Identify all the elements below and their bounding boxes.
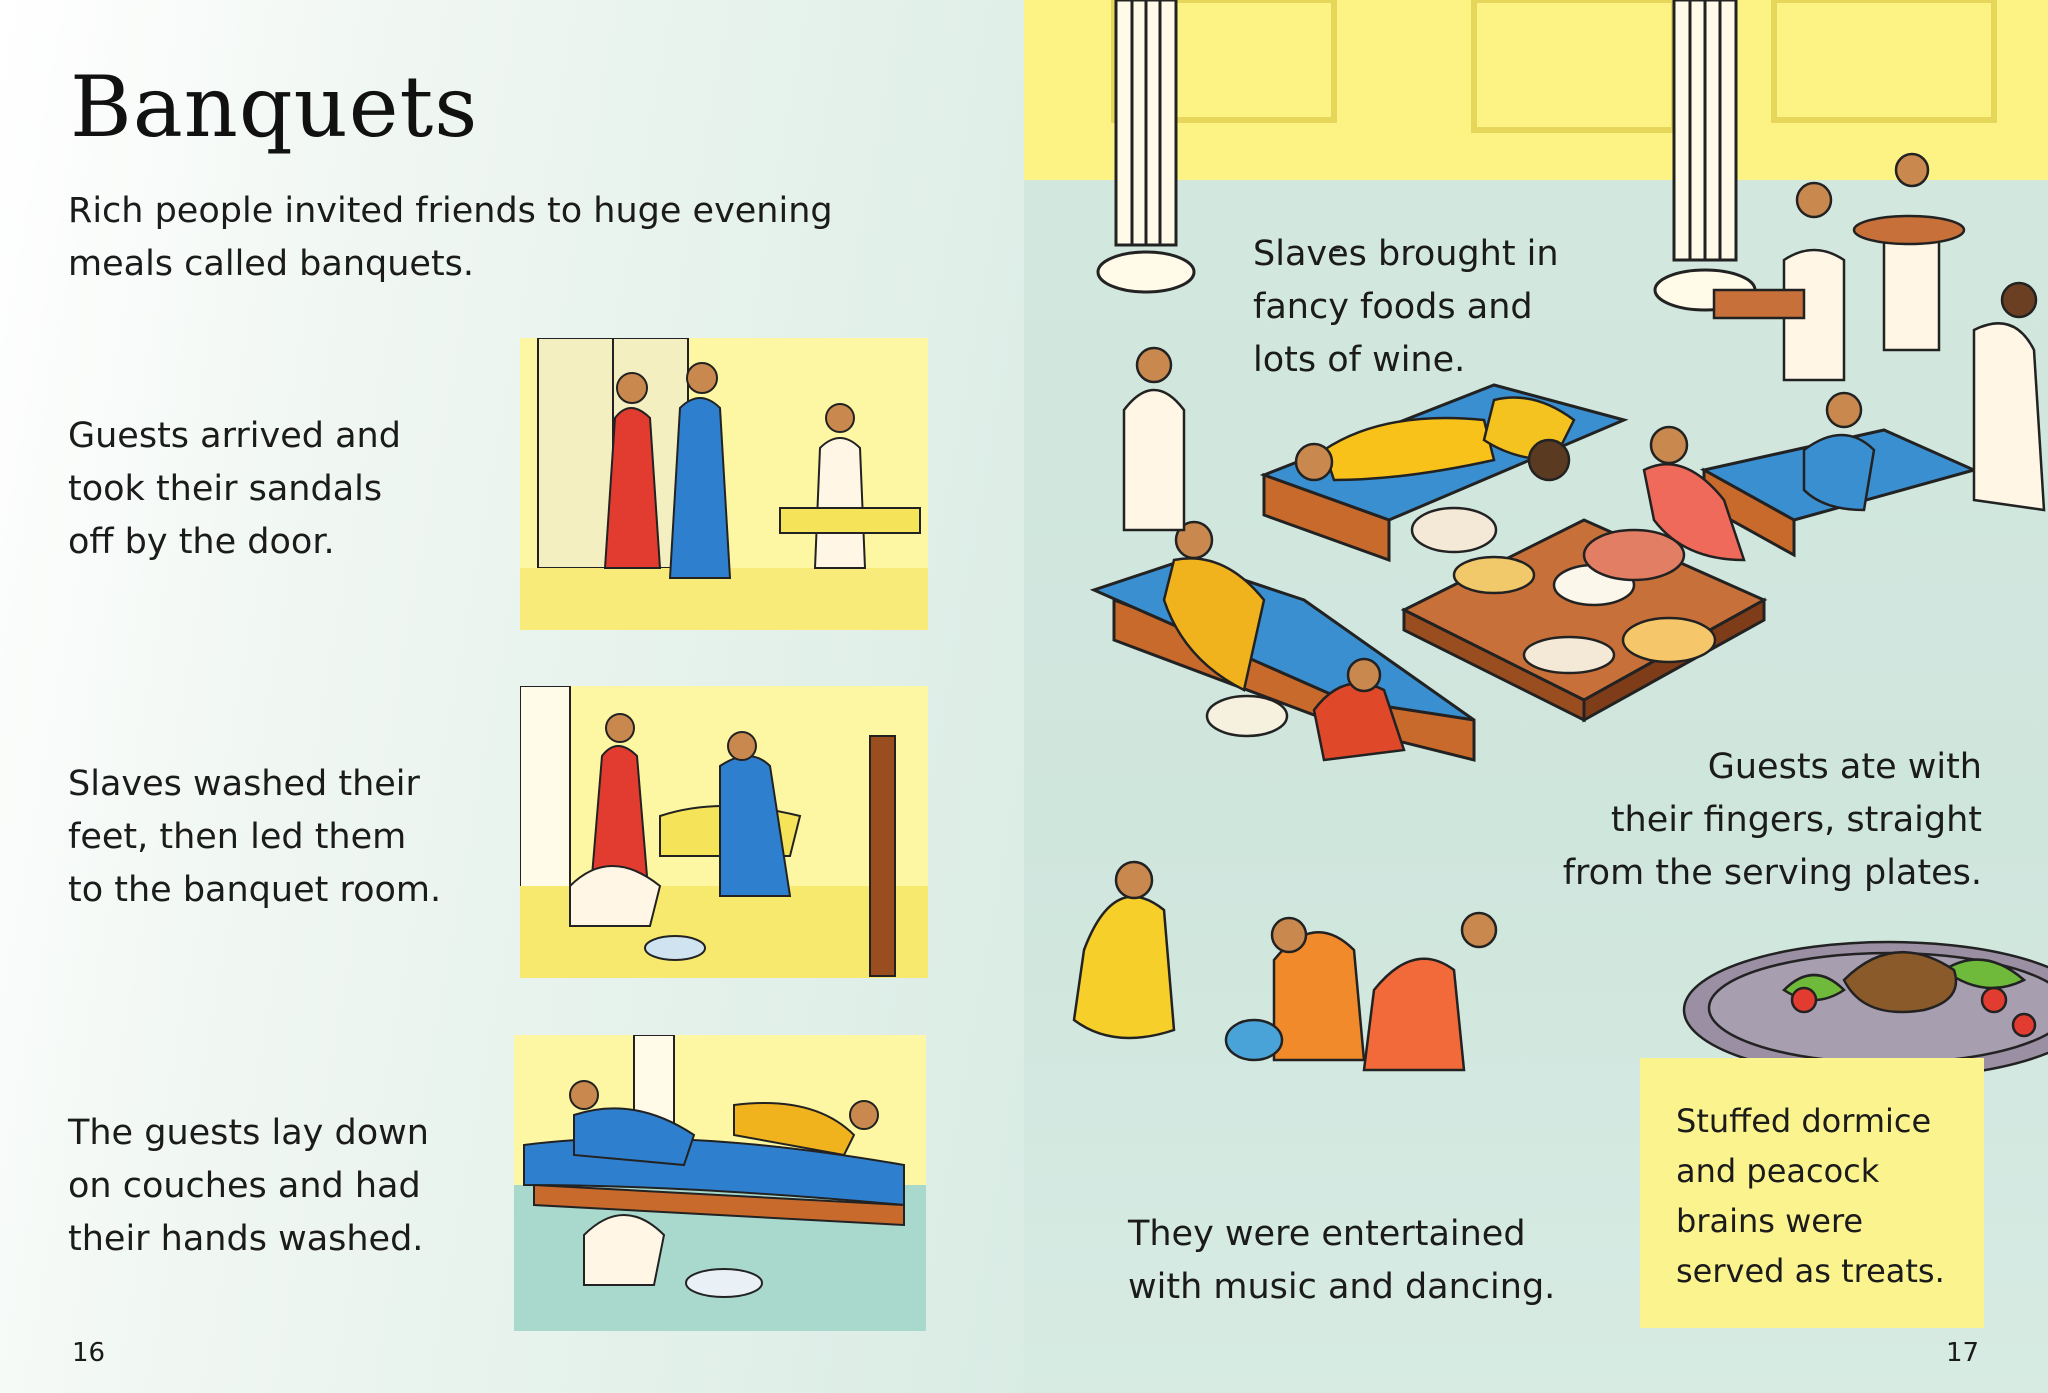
caption-lay-down: The guests lay down on couches and had t…	[68, 1113, 429, 1259]
foot-washing-panel-illustration	[520, 686, 928, 978]
column-right	[1653, 0, 1757, 312]
page-number-left: 16	[72, 1338, 106, 1368]
treats-box	[1640, 1058, 1984, 1328]
caption-treats: Stuffed dormice and peacock brains were …	[1676, 1102, 1945, 1290]
dormouse-plate-illustration	[1682, 940, 2048, 1080]
caption-wash-feet: Slaves washed their feet, then led them …	[68, 764, 442, 910]
caption-arrive: Guests arrived and took their sandals of…	[68, 416, 401, 562]
banquet-hall-illustration	[1024, 0, 2048, 1080]
caption-entertained: They were entertained with music and dan…	[1128, 1214, 1556, 1307]
page-title: Banquets	[70, 58, 479, 156]
page-number-right: 17	[1946, 1338, 1980, 1368]
caption-foods: Slaves brought in fancy foods and lots o…	[1253, 234, 1559, 380]
arrival-panel-illustration	[520, 338, 928, 630]
column-left	[1096, 0, 1196, 294]
intro-text: Rich people invited friends to huge even…	[68, 191, 833, 284]
caption-fingers: Guests ate with their fingers, straight …	[1562, 747, 1982, 893]
hand-washing-panel-illustration	[514, 1035, 926, 1331]
